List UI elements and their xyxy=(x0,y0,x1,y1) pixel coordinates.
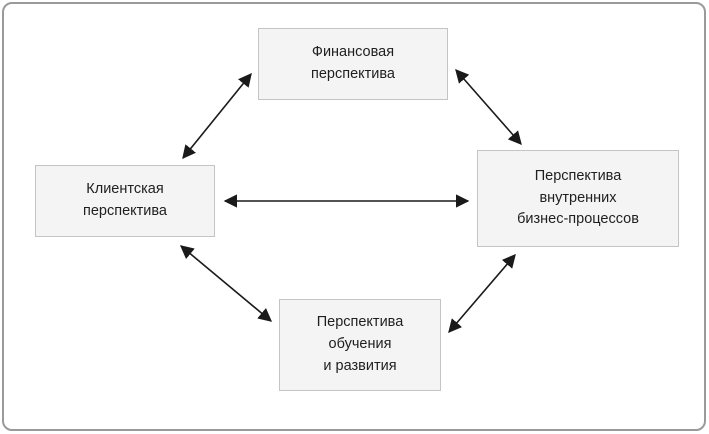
connector-learning-internal xyxy=(448,253,516,334)
node-financial-perspective: Финансовая перспектива xyxy=(258,28,448,100)
node-customer-perspective: Клиентская перспектива xyxy=(35,165,215,237)
node-learning-and-growth-perspective: Перспектива обучения и развития xyxy=(279,299,441,391)
node-internal-business-processes-perspective: Перспектива внутренних бизнес-процессов xyxy=(477,150,679,247)
connector-financial-internal xyxy=(455,68,522,146)
connector-customer-financial xyxy=(182,72,252,160)
connector-customer-learning xyxy=(179,245,273,322)
